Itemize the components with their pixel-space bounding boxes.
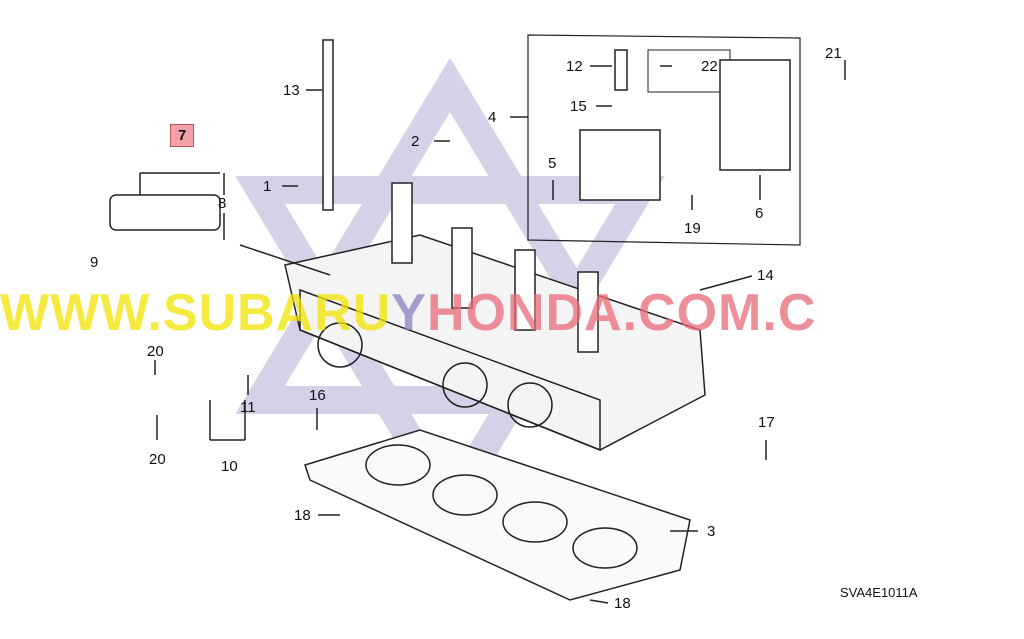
callout-4[interactable]: 4 <box>488 109 497 126</box>
watermark-part-3: HONDA.COM.C <box>426 284 817 342</box>
callout-14[interactable]: 14 <box>757 267 774 284</box>
callout-8[interactable]: 8 <box>218 195 227 212</box>
callout-12[interactable]: 12 <box>566 58 583 75</box>
callout-3[interactable]: 3 <box>707 523 716 540</box>
diagram-code: SVA4E1011A <box>840 585 918 600</box>
callout-17[interactable]: 17 <box>758 414 775 431</box>
callout-15[interactable]: 15 <box>570 98 587 115</box>
website-watermark: WWW.SUBARUYHONDA.COM.C <box>0 287 816 339</box>
callout-18-left[interactable]: 18 <box>294 507 311 524</box>
watermark-part-2: Y <box>391 284 427 342</box>
callout-5[interactable]: 5 <box>548 155 557 172</box>
camshaft-towers <box>391 182 599 353</box>
callout-20-bottom[interactable]: 20 <box>149 451 166 468</box>
callout-7[interactable]: 7 <box>170 124 195 147</box>
callout-2[interactable]: 2 <box>411 133 420 150</box>
callout-20-top[interactable]: 20 <box>147 343 164 360</box>
callout-13[interactable]: 13 <box>283 82 300 99</box>
callout-6[interactable]: 6 <box>755 205 764 222</box>
callout-21[interactable]: 21 <box>825 45 842 62</box>
head-gasket <box>304 429 691 601</box>
watermark-part-1: WWW.SUBARU <box>0 284 392 342</box>
callout-18-bottom[interactable]: 18 <box>614 595 631 612</box>
callout-11[interactable]: 11 <box>240 399 256 416</box>
callout-22[interactable]: 22 <box>701 58 718 75</box>
callout-16[interactable]: 16 <box>309 387 326 404</box>
callout-10[interactable]: 10 <box>221 458 238 475</box>
callout-1[interactable]: 1 <box>263 178 272 195</box>
callout-19[interactable]: 19 <box>684 220 701 237</box>
callout-9[interactable]: 9 <box>90 254 99 271</box>
